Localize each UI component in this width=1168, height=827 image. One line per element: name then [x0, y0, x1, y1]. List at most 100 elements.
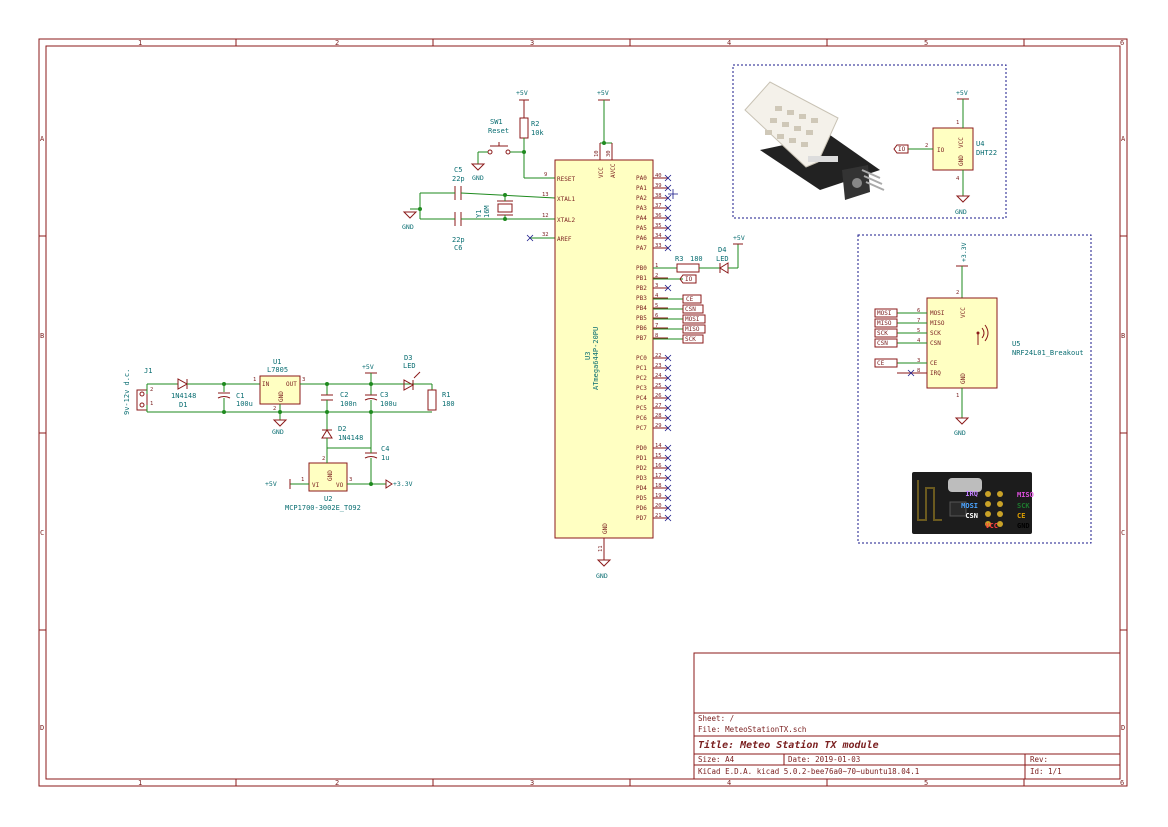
- netlabel-sck-mcu[interactable]: [682, 334, 704, 344]
- netlabel-ce-mcu-text: CE: [686, 296, 694, 303]
- d1-diode[interactable]: [177, 378, 189, 390]
- u5-gnd-symbol: [954, 417, 970, 425]
- r3-resistor[interactable]: [676, 263, 700, 273]
- netlabel-csn-nrf[interactable]: [874, 338, 898, 348]
- sw1-gnd-symbol: [470, 163, 486, 171]
- mcu-gnd-symbol: [596, 559, 612, 567]
- netlabel-miso-nrf[interactable]: [874, 318, 898, 328]
- col-label-6b: 6: [1120, 779, 1124, 787]
- r1-resistor[interactable]: [427, 389, 437, 411]
- u1-gnd-symbol: [272, 419, 288, 427]
- c5-ref: C5: [454, 166, 462, 174]
- c6-value: 22p: [452, 236, 465, 244]
- dht22-block[interactable]: IO GND VCC U4 DHT22 +5V 1 4 GND 2 IO: [732, 64, 1007, 219]
- mcu-pin10-num: 10: [594, 150, 600, 157]
- u1-regulator[interactable]: [259, 375, 301, 405]
- mcu-pin-num-pd3: 17: [655, 473, 662, 479]
- c2-value: 100n: [340, 400, 357, 408]
- mcu-pin-pc3: PC3: [636, 385, 647, 392]
- nrf24-block[interactable]: +3.3V 2 VCC GND U5 NRF24L01_Breakout MOS…: [857, 234, 1092, 544]
- u2-ldo[interactable]: [308, 462, 348, 492]
- mcu-pin-num-pa3: 37: [655, 203, 662, 209]
- c3-capacitor[interactable]: [364, 398, 378, 401]
- mcu-pin-num-pb6: 7: [655, 323, 658, 329]
- mcu-u3[interactable]: +5V 10 30 VCC AVCC 9 RESET 13 XTAL1 12 X…: [542, 89, 672, 580]
- d4-value: LED: [716, 255, 729, 263]
- d3-value: LED: [403, 362, 416, 370]
- mcu-pin-num-pc7: 29: [655, 423, 662, 429]
- pb0-led-circuit[interactable]: R3 180 D4 LED +5V: [653, 234, 745, 274]
- sw1-gnd-label: GND: [472, 174, 484, 182]
- u5-ref: U5: [1012, 340, 1020, 348]
- mcu-pin-num-pc4: 26: [655, 393, 662, 399]
- u5-pin-num-miso: 7: [917, 318, 920, 324]
- u1-value: L7805: [267, 366, 288, 374]
- sw1-value: Reset: [488, 127, 509, 135]
- mcu-pin-pd4: PD4: [636, 485, 647, 492]
- u5-pin-sck: SCK: [930, 330, 941, 337]
- crystal-circuit[interactable]: C5 22p C6 22p GND Y1 16M: [402, 166, 556, 252]
- mcu-pin-num-pa1: 39: [655, 183, 662, 189]
- power-supply[interactable]: 9v-12v d.c. J1 2 1 1N4148 D1 C1 100u U1 …: [123, 354, 455, 512]
- u2-ref: U2: [324, 495, 332, 503]
- u2-pin1: 1: [301, 477, 304, 483]
- mcu-pin-pc7: PC7: [636, 425, 647, 432]
- mcu-pin-num-pc2: 24: [655, 373, 662, 379]
- u1-pin3: 3: [302, 377, 305, 383]
- u5-vcc-label: +3.3V: [960, 242, 968, 262]
- mcu-pin-pc5: PC5: [636, 405, 647, 412]
- netlabel-io-mcu[interactable]: [679, 274, 697, 284]
- j1-connector[interactable]: [136, 389, 148, 411]
- c5-value: 22p: [452, 175, 465, 183]
- r2-vcc-label: +5V: [516, 89, 528, 97]
- d4-vcc-label: +5V: [733, 234, 745, 242]
- mcu-pin-pa7: PA7: [636, 245, 647, 252]
- netlabel-miso-mcu[interactable]: [682, 324, 706, 334]
- c4-ref: C4: [381, 445, 389, 453]
- sw1-ref: SW1: [490, 118, 503, 126]
- photo-mosi-label: MOSI: [961, 502, 978, 510]
- col-label-5b: 5: [924, 779, 928, 787]
- u1-pin2: 2: [273, 406, 276, 412]
- sw1-switch[interactable]: [487, 142, 511, 155]
- d2-ref: D2: [338, 425, 346, 433]
- mcu-pin11-num: 11: [598, 545, 604, 552]
- r2-resistor[interactable]: [519, 117, 529, 139]
- d2-diode[interactable]: [321, 429, 333, 439]
- d3-led[interactable]: [403, 379, 415, 391]
- u2-vin-label: +5V: [265, 480, 277, 488]
- netlabel-ce-nrf[interactable]: [874, 358, 898, 368]
- netlabel-mosi-mcu[interactable]: [682, 314, 706, 324]
- mcu-pin-pb1: PB1: [636, 275, 647, 282]
- d4-led[interactable]: [719, 262, 729, 274]
- mcu-vcc-pin: VCC: [598, 167, 605, 178]
- netlabel-sck-nrf[interactable]: [874, 328, 898, 338]
- netlabel-io-dht-text: IO: [898, 146, 906, 153]
- c1-capacitor[interactable]: [217, 396, 231, 399]
- mcu-avcc-pin: AVCC: [610, 163, 617, 178]
- u4-value: DHT22: [976, 149, 997, 157]
- netlabel-mosi-nrf[interactable]: [874, 308, 898, 318]
- tb-rev: Rev:: [1030, 755, 1048, 764]
- mcu-pin-num-pb1: 2: [655, 273, 658, 279]
- mcu-pin-pa0: PA0: [636, 175, 647, 182]
- c4-value: 1u: [381, 454, 389, 462]
- mcu-gnd-pin: GND: [602, 523, 609, 534]
- netlabel-ce-mcu[interactable]: [682, 294, 702, 304]
- u1-gnd-label: GND: [272, 428, 284, 436]
- mcu-pin-pb2: PB2: [636, 285, 647, 292]
- row-label-b-right: B: [1121, 332, 1125, 340]
- netlabel-io-dht[interactable]: [893, 144, 909, 154]
- netlabel-csn-mcu[interactable]: [682, 304, 704, 314]
- u4-io-pin: IO: [937, 147, 945, 154]
- u5-value: NRF24L01_Breakout: [1012, 349, 1084, 357]
- u5-left-pins: MOSI6MOSIMISO7MISOSCK5SCKCSN4CSNCE3CEIRQ…: [874, 308, 945, 377]
- netlabel-mosi-nrf-text: MOSI: [877, 310, 892, 317]
- c4-capacitor[interactable]: [364, 456, 378, 459]
- reset-circuit[interactable]: +5V R2 10k SW1 Reset GND: [470, 89, 555, 182]
- y1-crystal[interactable]: [497, 200, 513, 216]
- netlabel-sck-mcu-text: SCK: [685, 336, 696, 343]
- tb-sheet: Sheet: /: [698, 714, 734, 723]
- y1-ref: Y1: [475, 210, 483, 218]
